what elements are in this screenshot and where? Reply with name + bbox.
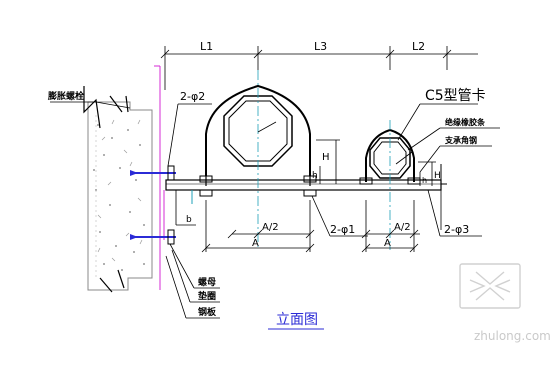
small-pipe-clamp (359, 120, 421, 250)
label-half-a-right: A/2 (394, 222, 411, 233)
label-a-right: A (384, 238, 391, 249)
label-insulation-strip: 绝缘橡胶条 (445, 117, 486, 127)
dim-l2: L2 (412, 40, 425, 53)
dimension-labels: L1 L3 L2 (200, 40, 425, 53)
label-h-small-left: h (312, 171, 318, 181)
watermark-logo: zhulong.com (459, 263, 551, 343)
label-holes-top: 2-φ2 (180, 90, 205, 103)
label-b-mark: b (186, 215, 192, 225)
label-steel-plate: 钢板 (198, 306, 217, 318)
bottom-dimension-lines (201, 200, 420, 253)
dim-l1: L1 (200, 40, 213, 53)
label-h-right: H (434, 171, 441, 181)
label-washer: 垫圈 (198, 290, 216, 302)
height-dimensions (316, 139, 436, 186)
support-angle-beam (165, 164, 447, 230)
watermark-text: zhulong.com (474, 329, 551, 343)
label-holes-right: 2-φ3 (444, 223, 469, 236)
label-a-left: A (252, 238, 259, 249)
concrete-wall (83, 86, 153, 293)
expansion-bolt-upper (130, 165, 176, 181)
top-dimension-line (160, 46, 478, 90)
leader-lines (50, 101, 500, 319)
dim-l3: L3 (314, 40, 327, 53)
view-title-group: 立面图 (268, 312, 324, 330)
label-support-steel: 支承角钢 (444, 135, 477, 145)
label-h-small-right: h (422, 176, 427, 185)
steel-plate-lines (154, 65, 165, 290)
expansion-bolt-lower (130, 229, 176, 245)
large-pipe-clamp (199, 70, 317, 250)
label-nut: 螺母 (198, 276, 216, 288)
label-h-big: H (322, 152, 330, 163)
label-c5-clamp: C5型管卡 (425, 88, 486, 104)
view-title: 立面图 (276, 312, 318, 328)
label-holes-mid: 2-φ1 (330, 223, 355, 236)
label-half-a-left: A/2 (262, 222, 279, 233)
label-wall-bolt: 膨胀螺栓 (47, 90, 84, 102)
